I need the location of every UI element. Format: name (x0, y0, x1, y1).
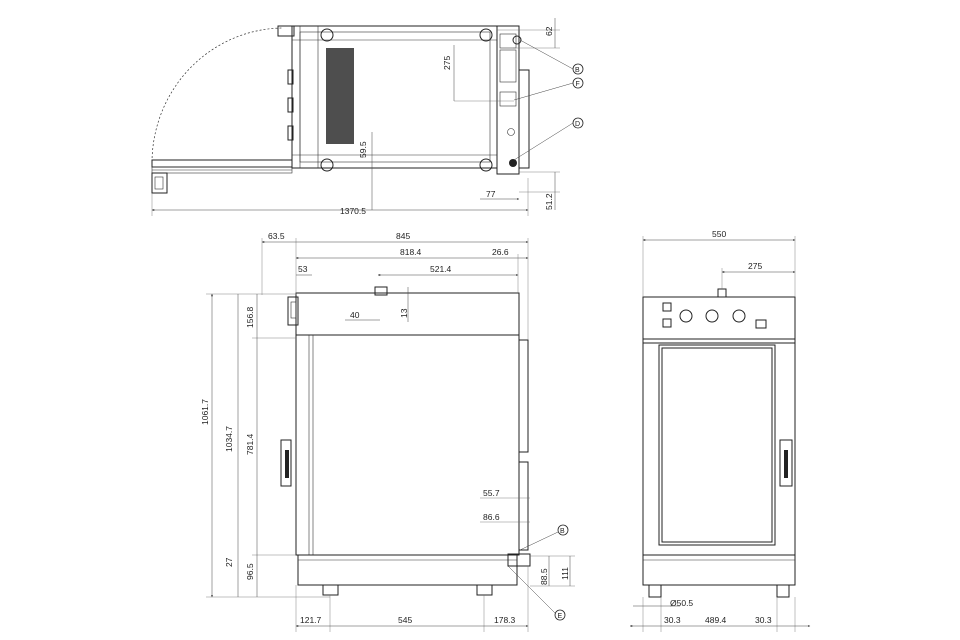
dim-clearance-depth: 59.5 (358, 141, 368, 158)
dim-outlet-position: 521.4 (430, 264, 452, 274)
dim-side-offset: 77 (486, 189, 496, 199)
callout-f-top: F (572, 77, 584, 89)
side-view: 63.5 845 818.4 26.6 53 521.4 40 13 1061.… (200, 231, 575, 632)
side-door-handle (280, 439, 292, 487)
dim-chamber-height: 781.4 (245, 433, 255, 455)
svg-text:E: E (558, 613, 563, 620)
top-view: 1370.5 59.5 275 62 77 51.2 B F D (151, 18, 584, 216)
dim-panel-height: 275 (442, 56, 452, 70)
side-outlet (374, 286, 388, 296)
dim-inner-depth: 818.4 (400, 247, 422, 257)
dim-drain-height: 88.5 (539, 568, 549, 585)
dim-overall-width: 550 (712, 229, 726, 239)
svg-text:B: B (560, 528, 565, 535)
dim-drain-h1: 55.7 (483, 488, 500, 498)
indicator-1 (662, 302, 672, 312)
dim-overall-length: 1370.5 (340, 206, 366, 216)
callout-b-top: B (572, 63, 584, 75)
dim-overall-height: 1061.7 (200, 399, 210, 425)
dim-drain-h2: 86.6 (483, 512, 500, 522)
door-swing-arc (151, 27, 284, 163)
dim-outlet-offset: 53 (298, 264, 308, 274)
dim-foot-height: 51.2 (544, 193, 554, 210)
door-glass (658, 344, 776, 546)
dim-overall-depth: 845 (396, 231, 410, 241)
knob-3-icon (732, 309, 746, 323)
dim-side-height: 111 (560, 567, 570, 580)
front-base (642, 554, 796, 586)
dim-bottom-right: 30.3 (755, 615, 772, 625)
knob-1-icon (679, 309, 693, 323)
side-base (297, 554, 518, 586)
vent-grille (326, 48, 354, 144)
dim-knob-offset: 275 (748, 261, 762, 271)
dim-leg-diameter: Ø50.5 (670, 598, 693, 608)
door-hinge (277, 25, 295, 37)
svg-text:D: D (575, 121, 580, 128)
oven-body-top (291, 25, 498, 169)
dim-base-height: 96.5 (245, 563, 255, 580)
dim-bottom-middle: 489.4 (705, 615, 727, 625)
dim-top-section-height: 156.8 (245, 306, 255, 328)
dim-leg-span: 545 (398, 615, 412, 625)
callout-d-top: D (572, 117, 584, 129)
dim-rear-offset: 62 (544, 26, 554, 36)
dim-leg-right: 178.3 (494, 615, 516, 625)
indicator-3 (755, 319, 767, 329)
dim-bottom-gap: 27 (224, 557, 234, 567)
dim-bottom-left: 30.3 (664, 615, 681, 625)
dim-body-height: 1034.7 (224, 426, 234, 452)
dim-right-offset: 26.6 (492, 247, 509, 257)
front-door-handle (779, 439, 793, 487)
svg-text:F: F (576, 81, 580, 88)
dim-outlet-width: 40 (350, 310, 360, 320)
indicator-2 (662, 318, 672, 328)
callout-b-side: B (557, 524, 569, 536)
extended-door-tray (151, 159, 293, 168)
dim-top-left-offset: 63.5 (268, 231, 285, 241)
dim-leg-left: 121.7 (300, 615, 322, 625)
svg-text:B: B (575, 67, 580, 74)
callout-e-side: E (554, 609, 566, 621)
knob-2-icon (705, 309, 719, 323)
front-view: 550 275 Ø50.5 30.3 489.4 30.3 (629, 229, 811, 632)
dim-outlet-height: 13 (399, 308, 409, 318)
